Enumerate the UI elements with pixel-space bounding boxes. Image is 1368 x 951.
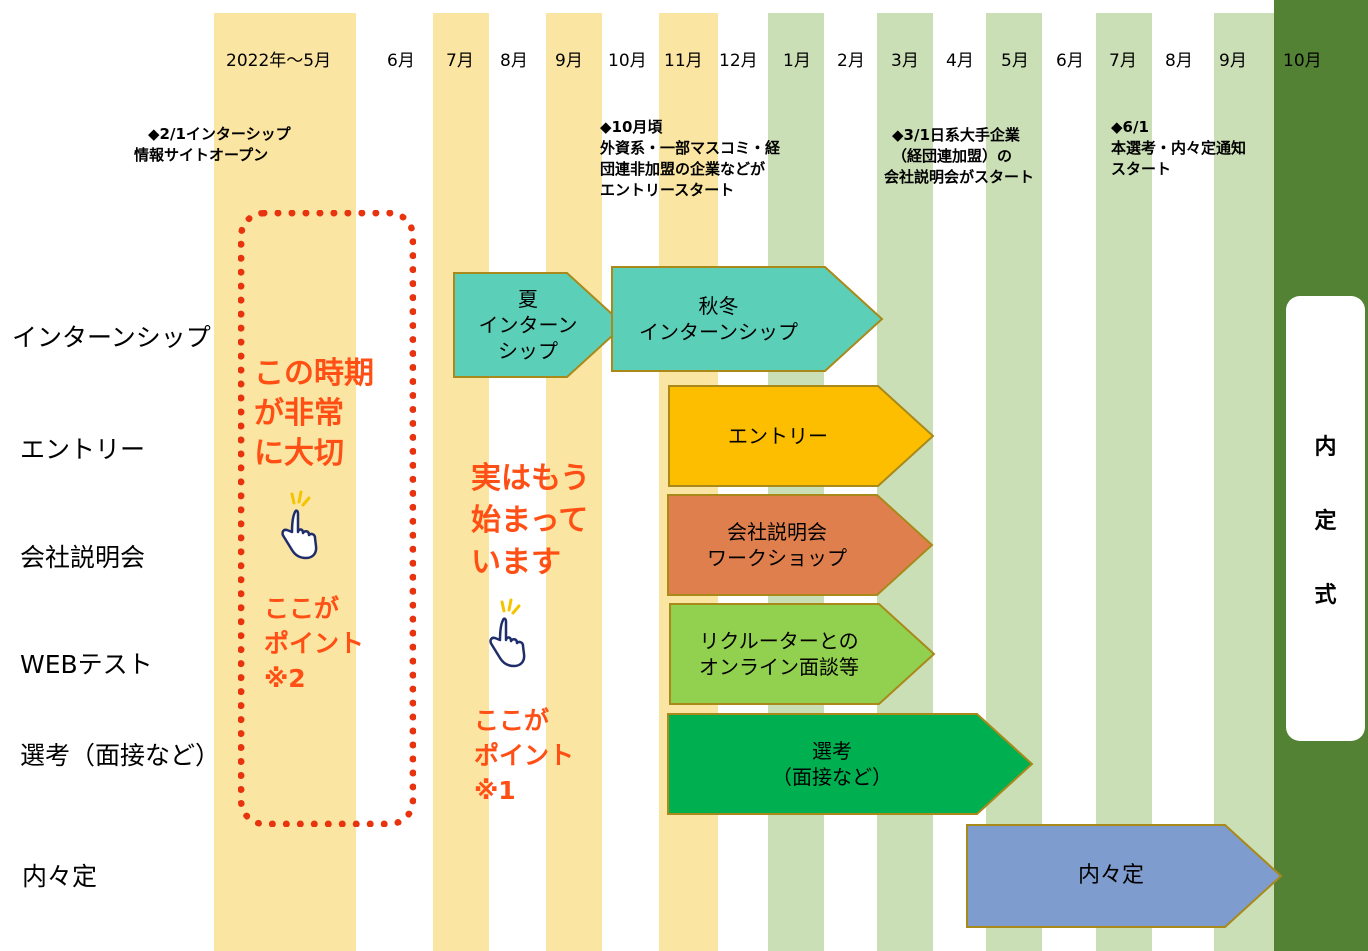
final-char: 式 bbox=[1314, 582, 1337, 608]
final-char: 定 bbox=[1314, 508, 1337, 534]
stripe-2022-may bbox=[214, 13, 356, 951]
month-label: 10月 bbox=[608, 51, 647, 71]
stripe-sep2 bbox=[1214, 13, 1274, 951]
callout-point-1: ここが ポイント ※1 bbox=[474, 706, 575, 805]
callout-point-2: ここが ポイント ※2 bbox=[264, 594, 365, 693]
row-label-selection: 選考（面接など） bbox=[20, 741, 221, 770]
milestone-note: ◆6/1 本選考・内々定通知 スタート bbox=[1111, 117, 1246, 180]
arrow-shape bbox=[966, 824, 1283, 928]
month-label: 9月 bbox=[1219, 51, 1247, 71]
arrow-shape bbox=[453, 272, 626, 378]
stripe-jul2 bbox=[1096, 13, 1152, 951]
month-label: 2月 bbox=[837, 51, 865, 71]
arrow-label: リクルーターとの オンライン面談等 bbox=[699, 629, 859, 679]
month-label: 12月 bbox=[719, 51, 758, 71]
arrow-label: エントリー bbox=[728, 424, 828, 448]
stripe-jul bbox=[433, 13, 489, 951]
row-label-webtest: WEBテスト bbox=[20, 650, 153, 679]
month-label: 2022年～5月 bbox=[226, 51, 332, 71]
note-line: ◆6/1 bbox=[1111, 118, 1149, 136]
note-line: ◆10月頃 bbox=[600, 118, 663, 136]
note-line: ◆3/1日系大手企業 bbox=[892, 126, 1020, 144]
note-line: エントリースタート bbox=[600, 181, 735, 199]
callout-important-period: この時期 が非常 に大切 bbox=[254, 356, 374, 471]
stripe-sep bbox=[546, 13, 602, 951]
milestone-note: ◆10月頃 外資系・一部マスコミ・経 団連非加盟の企業などが エントリースタート bbox=[600, 117, 780, 201]
row-label-naitei: 内々定 bbox=[22, 862, 98, 891]
arrow-shape bbox=[667, 713, 1034, 815]
month-label: 9月 bbox=[555, 51, 583, 71]
arrow-shape bbox=[611, 266, 884, 372]
callout-already-started: 実はもう 始まって います bbox=[471, 461, 591, 580]
pointing-hand-icon bbox=[276, 490, 320, 586]
note-line: スタート bbox=[1111, 160, 1172, 178]
month-label: 3月 bbox=[891, 51, 919, 71]
milestone-note: ◆3/1日系大手企業 （経団連加盟）の 会社説明会がスタート bbox=[884, 125, 1034, 188]
final-char: 内 bbox=[1314, 434, 1337, 460]
month-label: 5月 bbox=[1001, 51, 1029, 71]
arrow-shape bbox=[668, 385, 935, 487]
row-label-internship: インターンシップ bbox=[12, 323, 211, 352]
note-line: ◆2/1インターシップ bbox=[148, 125, 291, 143]
milestone-note: ◆2/1インターシップ 情報サイトオープン bbox=[134, 124, 291, 166]
month-label: 10月 bbox=[1283, 51, 1322, 71]
naitei-ceremony-card: 内 定 式 bbox=[1286, 296, 1365, 741]
note-line: 情報サイトオープン bbox=[134, 146, 269, 164]
note-line: 本選考・内々定通知 bbox=[1111, 139, 1247, 157]
note-line: 会社説明会がスタート bbox=[884, 168, 1035, 186]
note-line: （経団連加盟）の bbox=[892, 147, 1013, 165]
arrow-label: 秋冬 インターンシップ bbox=[639, 294, 798, 344]
month-label: 6月 bbox=[1056, 51, 1084, 71]
month-label: 8月 bbox=[1165, 51, 1193, 71]
arrow-label: 夏 インターン シップ bbox=[478, 287, 578, 363]
month-label: 11月 bbox=[664, 51, 703, 71]
month-label: 7月 bbox=[446, 51, 474, 71]
row-label-briefing: 会社説明会 bbox=[20, 543, 146, 572]
arrow-shape bbox=[667, 494, 934, 596]
pointing-hand-icon bbox=[482, 598, 526, 694]
month-label: 1月 bbox=[783, 51, 811, 71]
important-period-highlight bbox=[238, 210, 416, 827]
row-label-entry: エントリー bbox=[20, 435, 146, 464]
arrow-label: 選考 （面接など） bbox=[772, 739, 892, 789]
note-line: 団連非加盟の企業などが bbox=[600, 160, 766, 178]
note-line: 外資系・一部マスコミ・経 bbox=[600, 139, 781, 157]
month-label: 8月 bbox=[500, 51, 528, 71]
month-label: 7月 bbox=[1109, 51, 1137, 71]
arrow-label: 内々定 bbox=[1077, 863, 1144, 888]
month-label: 6月 bbox=[387, 51, 415, 71]
month-label: 4月 bbox=[946, 51, 974, 71]
arrow-shape bbox=[669, 603, 936, 705]
arrow-label: 会社説明会 ワークショップ bbox=[707, 520, 847, 570]
